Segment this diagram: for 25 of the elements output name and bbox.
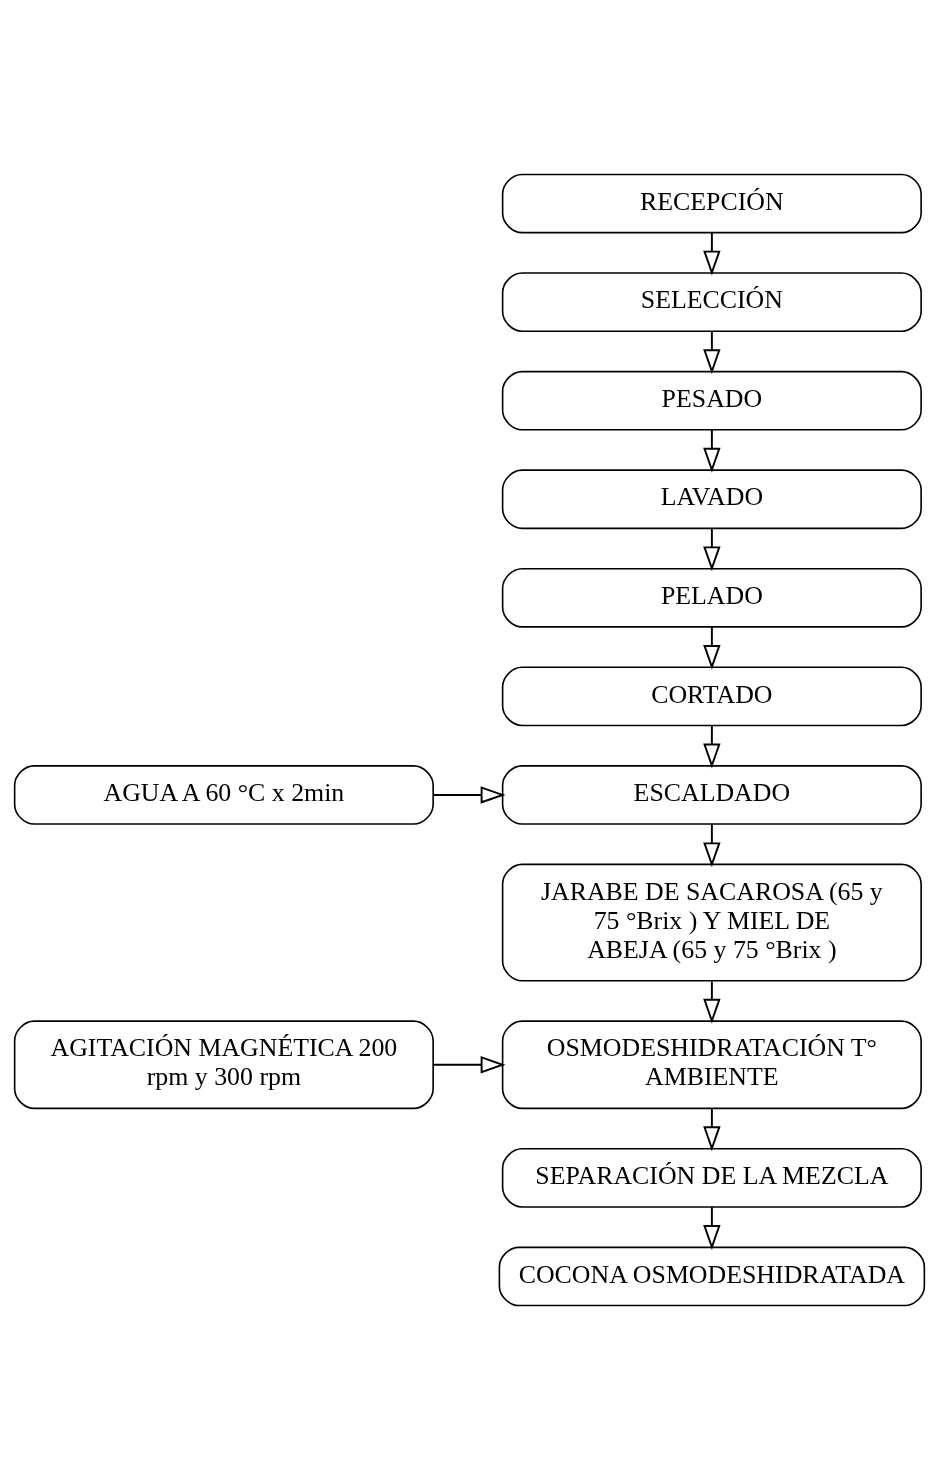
- arrow: [703, 329, 721, 374]
- arrow: [432, 785, 506, 804]
- arrow: [703, 625, 721, 670]
- node-box: CORTADO: [501, 666, 922, 726]
- node-box: AGITACIÓN MAGNÉTICA 200 rpm y 300 rpm: [13, 1019, 434, 1109]
- node-box: SELECCIÓN: [501, 271, 922, 332]
- node-box: ESCALDADO: [501, 764, 922, 825]
- node-box: OSMODESHIDRATACIÓN T° AMBIENTE: [501, 1019, 922, 1109]
- arrow: [703, 724, 721, 768]
- arrow: [703, 1107, 721, 1151]
- arrow: [703, 428, 721, 473]
- arrow: [703, 1205, 721, 1250]
- arrow: [703, 231, 721, 276]
- node-box: JARABE DE SACAROSA (65 y 75 °Brix ) Y MIEL DE ABEJA (65 y 75 °Brix ): [501, 863, 922, 982]
- node-box: AGUA A 60 °C x 2min: [13, 764, 434, 825]
- arrow: [703, 526, 721, 571]
- arrow: [703, 822, 721, 867]
- node-box: PESADO: [501, 370, 922, 431]
- arrow: [703, 980, 721, 1024]
- node-box: LAVADO: [501, 468, 922, 529]
- node-box: SEPARACIÓN DE LA MEZCLA: [501, 1147, 922, 1208]
- arrow: [432, 1055, 506, 1073]
- node-box: COCONA OSMODESHIDRATADA: [498, 1246, 926, 1306]
- node-box: PELADO: [501, 567, 922, 628]
- node-box: RECEPCIÓN: [501, 173, 922, 233]
